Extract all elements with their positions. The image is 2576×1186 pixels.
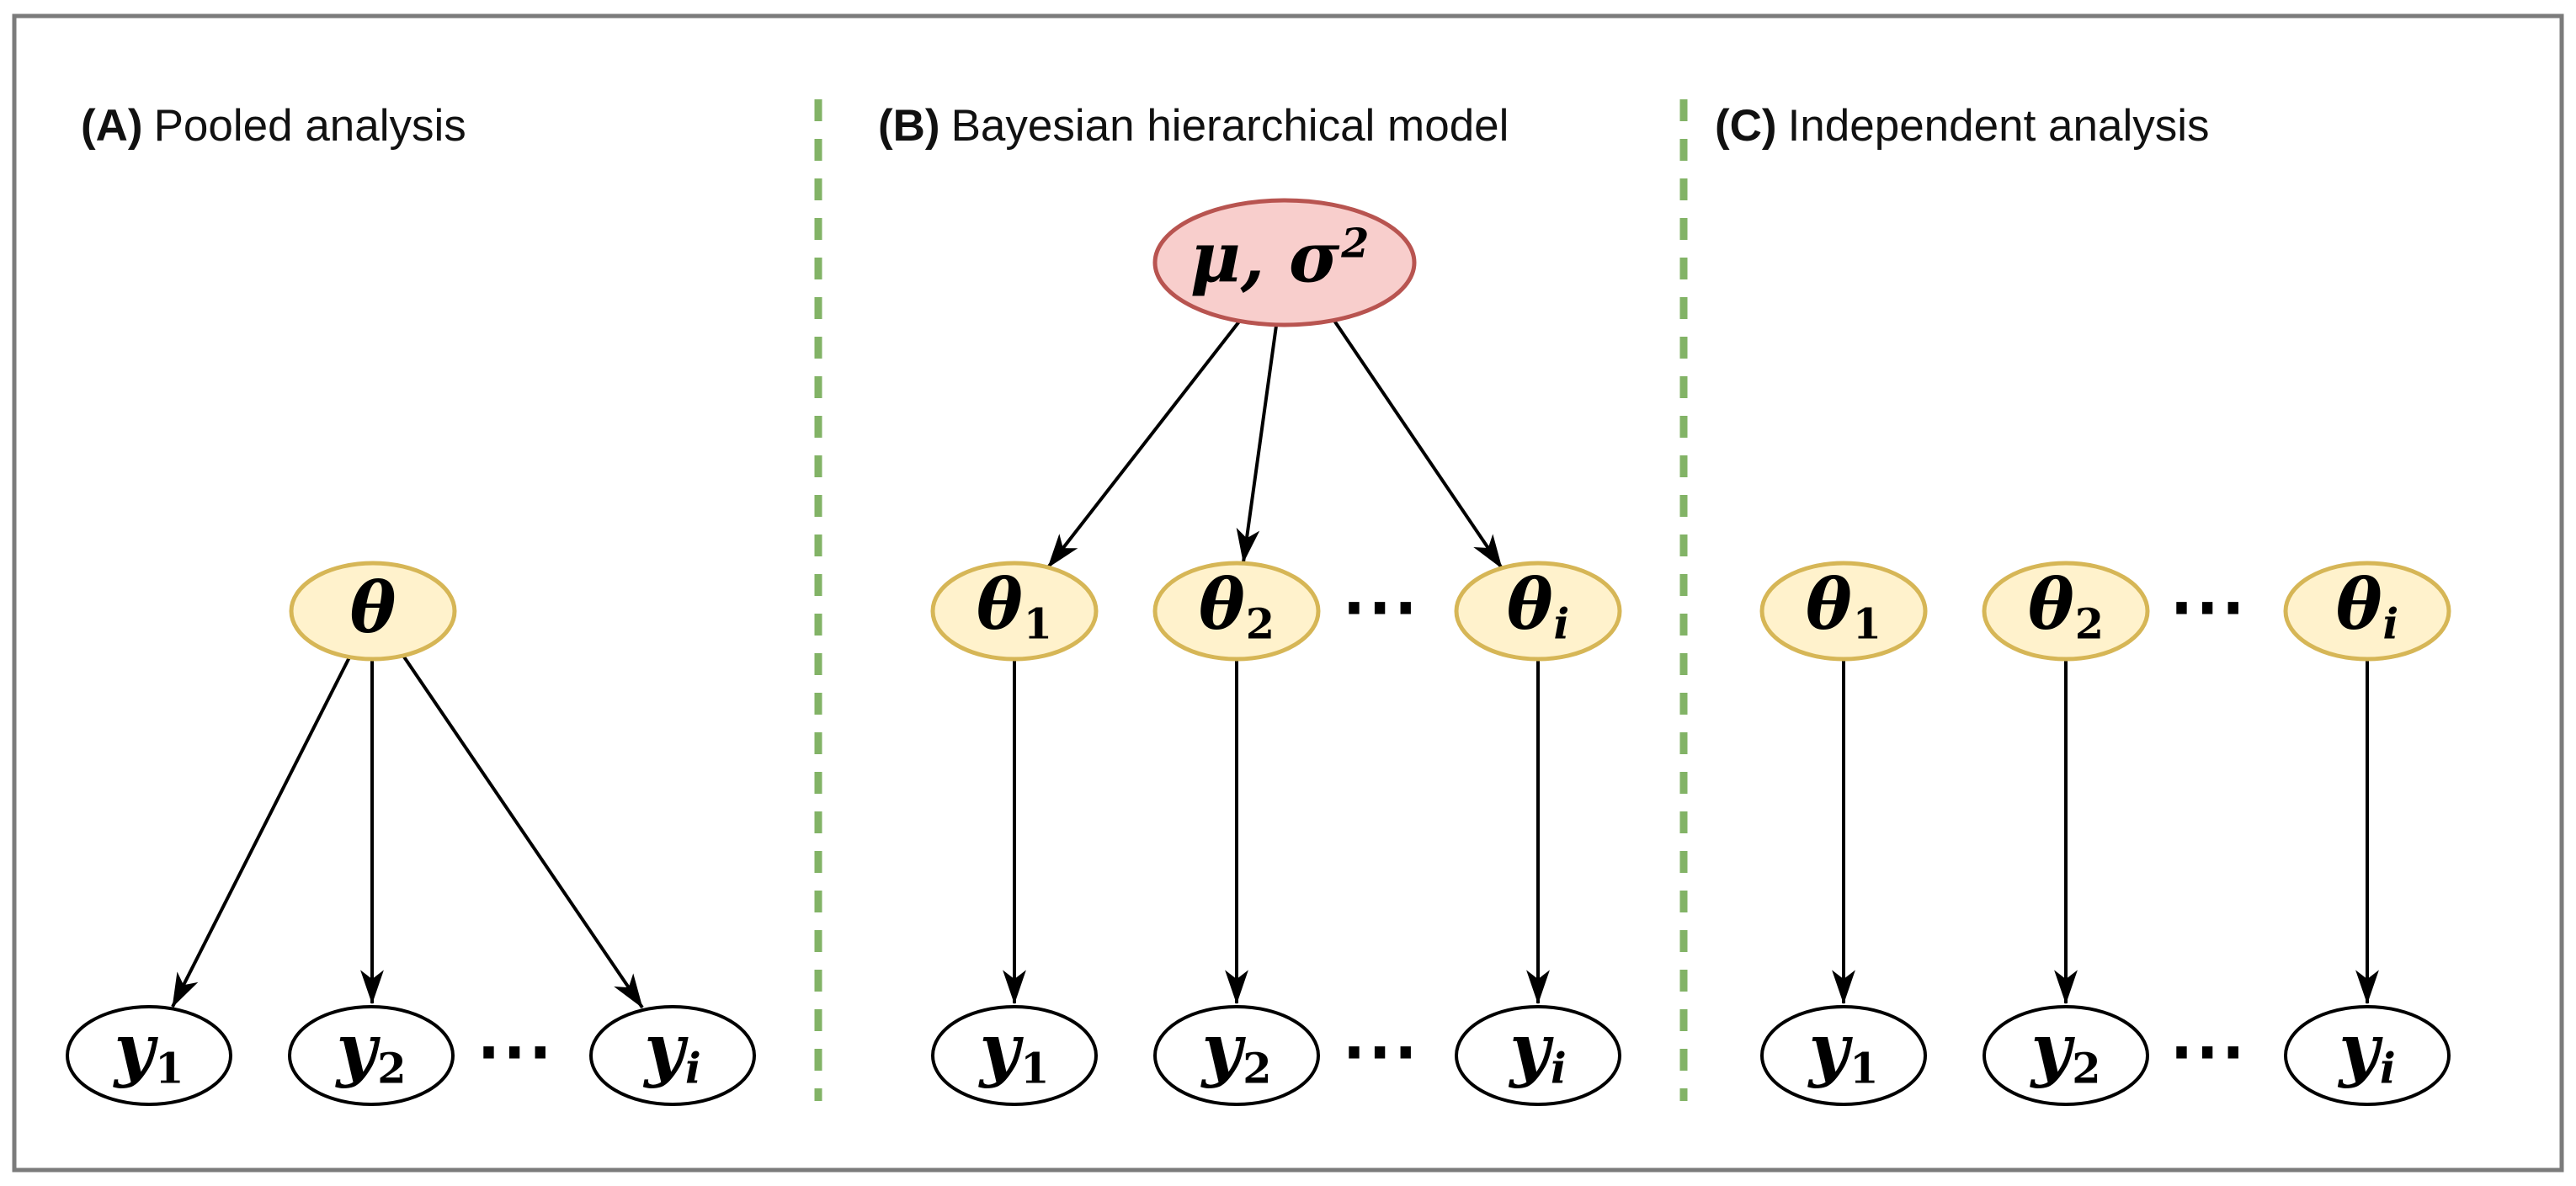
node-b-y1 <box>931 1005 1098 1106</box>
node-b-thetai <box>1454 561 1622 662</box>
label-c-y1: y1 <box>1808 1008 1879 1093</box>
label-b-hyperparameters: μ, σ2 <box>1190 217 1370 299</box>
label-b-y2: y2 <box>1201 1008 1272 1093</box>
label-b-thetai: θi <box>1506 564 1570 649</box>
panel-c-title-text: Independent analysis <box>1787 101 2210 151</box>
ellipsis-c-y-row: ⋯ <box>2169 1003 2248 1095</box>
ellipsis-b-y-row: ⋯ <box>1341 1003 1420 1095</box>
edge-a-theta-y1 <box>171 657 351 1008</box>
node-c-y1 <box>1760 1005 1927 1106</box>
panel-b-title: (B)Bayesian hierarchical model <box>878 103 1509 150</box>
label-c-theta1: θ1 <box>1806 564 1881 649</box>
label-b-theta1: θ1 <box>977 564 1052 649</box>
label-a-y1: y1 <box>114 1008 184 1093</box>
label-b-yi: yi <box>1509 1008 1567 1093</box>
node-c-theta2 <box>1982 561 2150 662</box>
label-a-yi: yi <box>644 1008 701 1093</box>
ellipsis-a-y-row: ⋯ <box>476 1003 555 1095</box>
edge-b-hyper-thetai <box>1333 319 1504 570</box>
node-b-y2 <box>1153 1005 1320 1106</box>
figure-border <box>12 13 2564 1173</box>
panel-a-tag: (A) <box>81 101 143 151</box>
node-c-theta1 <box>1759 561 1928 662</box>
edge-a-theta-yi <box>402 654 644 1009</box>
node-a-y1 <box>66 1005 232 1106</box>
node-c-y2 <box>1983 1005 2149 1106</box>
label-b-y1: y1 <box>979 1008 1050 1093</box>
node-b-theta1 <box>930 561 1099 662</box>
label-c-y2: y2 <box>2030 1008 2101 1093</box>
label-a-theta: θ <box>349 567 397 649</box>
node-c-thetai <box>2283 561 2451 662</box>
edge-b-hyper-theta1 <box>1046 320 1241 569</box>
panel-a-title-text: Pooled analysis <box>153 101 466 151</box>
node-a-y2 <box>288 1005 455 1106</box>
node-c-yi <box>2284 1005 2451 1106</box>
label-c-yi: yi <box>2339 1008 2396 1093</box>
edge-b-hyper-theta2 <box>1236 325 1278 564</box>
node-b-theta2 <box>1152 561 1321 662</box>
node-b-hyperparameters <box>1152 198 1417 327</box>
node-b-yi <box>1455 1005 1621 1106</box>
node-a-theta <box>289 561 457 662</box>
panel-c-tag: (C) <box>1715 101 1777 151</box>
panel-a-title: (A)Pooled analysis <box>81 103 466 150</box>
ellipsis-c-theta-row: ⋯ <box>2169 559 2248 651</box>
label-b-theta2: θ2 <box>1199 564 1275 649</box>
panel-c-title: (C)Independent analysis <box>1715 103 2210 150</box>
panel-b-title-text: Bayesian hierarchical model <box>950 101 1509 151</box>
label-a-y2: y2 <box>336 1008 407 1093</box>
node-a-yi <box>589 1005 756 1106</box>
label-c-theta2: θ2 <box>2028 564 2104 649</box>
panel-b-tag: (B) <box>878 101 940 151</box>
label-c-thetai: θi <box>2335 564 2399 649</box>
ellipsis-b-theta-row: ⋯ <box>1341 559 1420 651</box>
